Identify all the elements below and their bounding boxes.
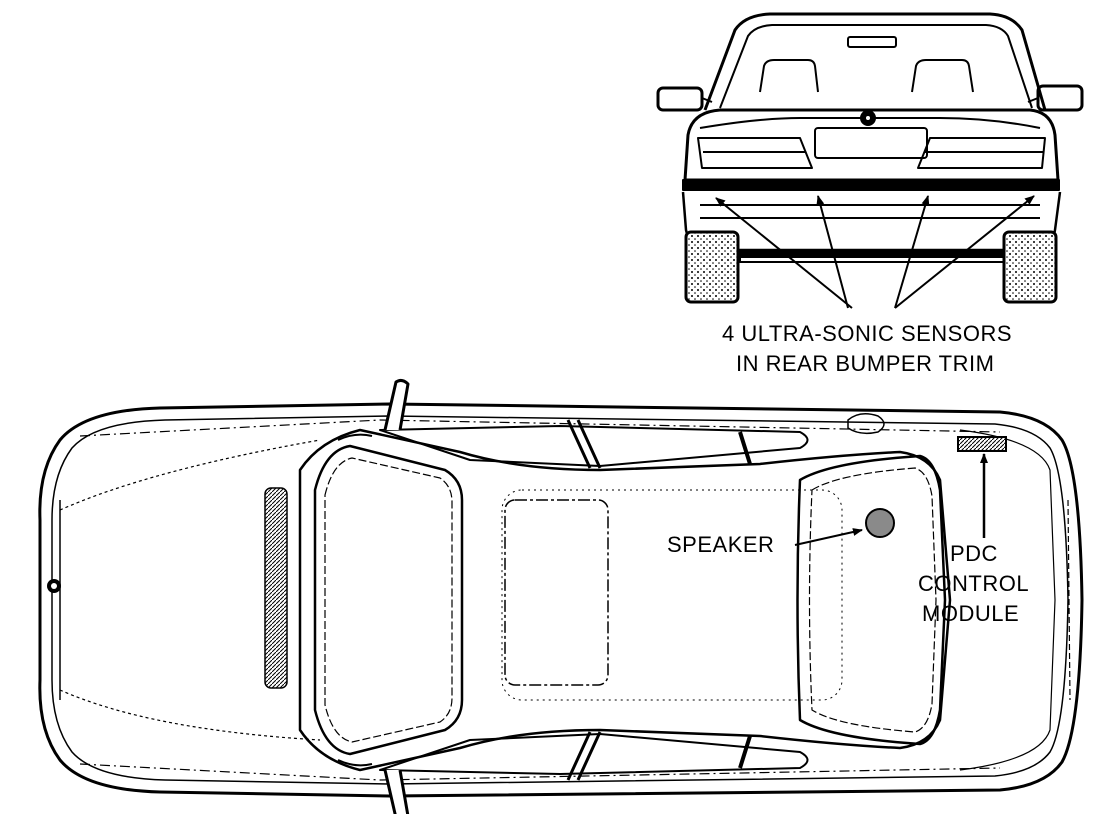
sensor-pointer-arrows — [715, 195, 1035, 309]
sensors-label-line2: IN REAR BUMPER TRIM — [736, 351, 995, 376]
speaker-pointer-arrow — [794, 528, 863, 546]
speaker-label: SPEAKER — [667, 532, 775, 557]
pdc-control-module-component — [957, 436, 1007, 452]
top-view-car — [38, 378, 1084, 819]
speaker-component — [865, 508, 895, 538]
rear-view-car — [656, 12, 1084, 304]
pdc-label-line3: MODULE — [922, 601, 1020, 626]
sensors-label-line1: 4 ULTRA-SONIC SENSORS — [722, 321, 1013, 346]
pdc-label-line1: PDC — [950, 541, 998, 566]
pdc-label-line2: CONTROL — [918, 571, 1030, 596]
